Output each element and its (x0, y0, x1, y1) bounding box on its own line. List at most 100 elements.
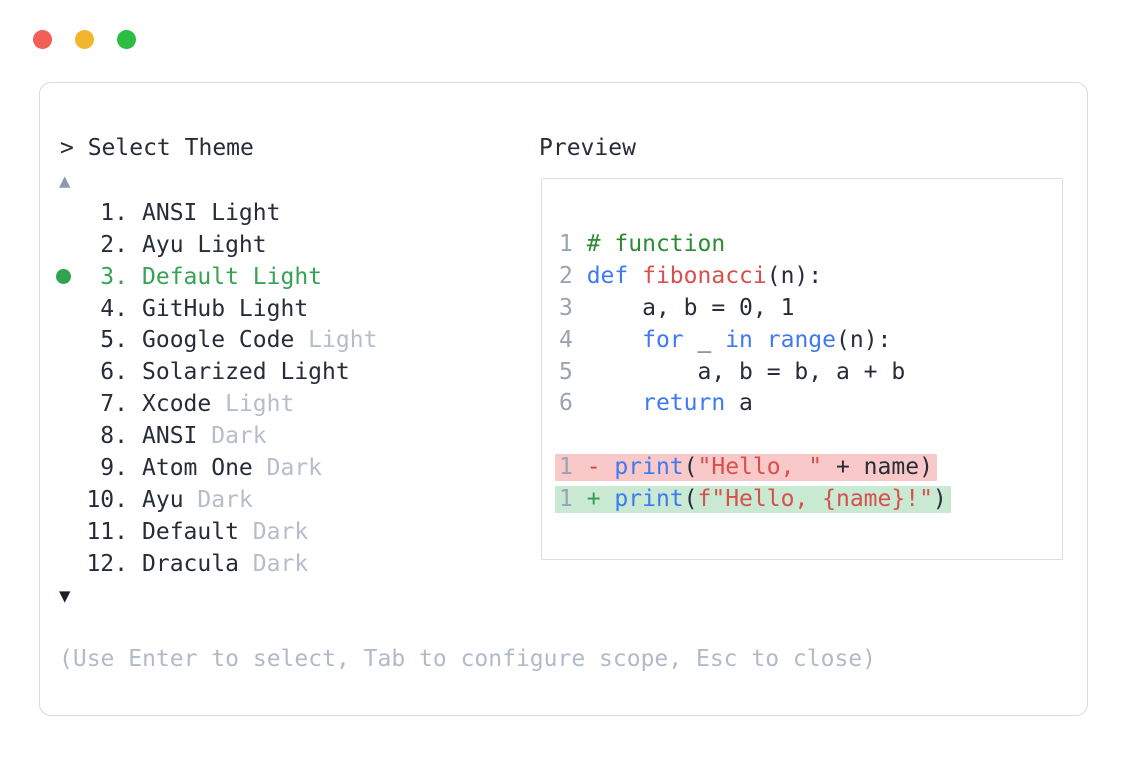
theme-item-9[interactable]: 9. Atom One Dark (56, 452, 377, 484)
theme-item-name: Default (142, 518, 239, 545)
theme-picker-window: > Select Theme ▲ 1. ANSI Light 2. Ayu Light… (39, 82, 1088, 716)
close-button[interactable] (33, 30, 52, 49)
line-number: 3 (559, 294, 587, 321)
diff-minus-sign: - (586, 454, 615, 481)
line-number: 5 (559, 358, 587, 385)
theme-item-number: 3. (100, 263, 128, 290)
code-blank-line (559, 420, 951, 452)
theme-item-name: Default Light (142, 263, 323, 290)
line-number: 2 (559, 262, 587, 289)
code-line-3: 3 a, b = 0, 1 (559, 293, 951, 325)
code-token (628, 263, 642, 289)
code-line-1: 1 # function (559, 229, 951, 261)
theme-item-10[interactable]: 10. Ayu Dark (56, 484, 377, 516)
theme-item-4[interactable]: 4. GitHub Light (56, 293, 377, 325)
theme-item-name: Xcode (142, 391, 212, 418)
code-token: a, b = 0, 1 (586, 294, 795, 321)
selected-marker (56, 269, 78, 285)
theme-item-name: Ayu Light (142, 231, 267, 258)
code-line-6: 6 return a (559, 388, 951, 420)
code-token: _ (683, 326, 726, 353)
code-token: in (725, 326, 753, 353)
code-token (587, 327, 642, 353)
theme-item-number: 4. (100, 295, 128, 322)
diff-highlight-added: 1 + print(f"Hello, {name}!") (555, 486, 951, 514)
diff-line-added: 1 + print(f"Hello, {name}!") (555, 484, 951, 516)
theme-item-11[interactable]: 11. Default Dark (56, 516, 377, 548)
theme-item-6[interactable]: 6. Solarized Light (56, 356, 377, 388)
preview-title: Preview (539, 135, 636, 161)
code-token: f"Hello, {name}!" (697, 486, 933, 513)
theme-item-2[interactable]: 2. Ayu Light (56, 229, 377, 261)
theme-item-5[interactable]: 5. Google Code Light (56, 324, 377, 356)
theme-item-suffix: Light (211, 391, 295, 418)
theme-item-suffix: Dark (252, 454, 323, 481)
theme-list: ▲ 1. ANSI Light 2. Ayu Light 3. Default Light… (56, 165, 377, 611)
theme-item-12[interactable]: 12. Dracula Dark (56, 548, 377, 580)
code-line-2: 2 def fibonacci(n): (559, 261, 951, 293)
theme-item-number: 11. (86, 518, 128, 545)
code-token: "Hello, " (697, 454, 823, 481)
theme-item-3[interactable]: 3. Default Light (56, 261, 377, 293)
theme-item-name: ANSI Light (142, 199, 281, 226)
theme-item-number: 5. (100, 327, 128, 354)
select-theme-prompt: > Select Theme (60, 135, 254, 161)
keyboard-hint: (Use Enter to select, Tab to configure s… (59, 646, 876, 672)
theme-item-number: 6. (100, 359, 128, 386)
scroll-down-control[interactable]: ▼ (56, 580, 377, 612)
line-number: 4 (559, 326, 587, 353)
code-token: ( (683, 454, 698, 481)
theme-item-7[interactable]: 7. Xcode Light (56, 388, 377, 420)
code-token: (n): (836, 326, 892, 353)
theme-item-name: GitHub Light (142, 295, 309, 322)
diff-highlight-removed: 1 - print("Hello, " + name) (555, 454, 937, 482)
code-token: a (725, 390, 753, 417)
code-token: # function (586, 231, 726, 257)
zoom-button[interactable] (117, 30, 136, 49)
theme-item-suffix: Light (294, 327, 378, 354)
code-token: range (766, 326, 836, 353)
theme-item-name: Atom One (142, 454, 253, 481)
minimize-button[interactable] (75, 30, 94, 49)
theme-item-name: Google Code (142, 327, 295, 354)
code-token: fibonacci (642, 262, 767, 289)
line-number: 1 (559, 454, 587, 481)
scroll-up-icon: ▲ (59, 169, 71, 192)
window-controls (33, 30, 136, 49)
code-token: (n): (766, 262, 823, 289)
code-token: a, b = b, a + b (586, 358, 906, 385)
code-token: ( (683, 486, 698, 513)
code-token: print (614, 454, 684, 481)
code-token (753, 327, 767, 353)
code-token: for (642, 326, 684, 353)
theme-item-suffix: Dark (238, 550, 309, 577)
line-number: 1 (559, 486, 587, 513)
theme-item-number: 9. (100, 454, 128, 481)
theme-item-1[interactable]: 1. ANSI Light (56, 197, 377, 229)
theme-item-number: 10. (86, 486, 128, 513)
theme-item-suffix: Dark (238, 518, 309, 545)
theme-item-name: Dracula (142, 550, 239, 577)
theme-item-name: Solarized Light (142, 359, 350, 386)
theme-item-name: Ayu (142, 486, 184, 513)
theme-item-number: 8. (100, 423, 128, 450)
theme-item-number: 2. (100, 231, 128, 258)
theme-item-number: 7. (100, 391, 128, 418)
code-token: return (642, 390, 726, 417)
line-number: 6 (559, 390, 587, 417)
theme-item-suffix: Dark (183, 486, 253, 513)
code-token: print (614, 486, 684, 513)
diff-line-removed: 1 - print("Hello, " + name) (555, 452, 951, 484)
theme-item-8[interactable]: 8. ANSI Dark (56, 420, 377, 452)
code-token: + name) (822, 454, 933, 481)
scroll-up-control[interactable]: ▲ (56, 165, 377, 197)
diff-plus-sign: + (586, 486, 615, 513)
code-token: def (586, 262, 629, 289)
theme-item-number: 12. (86, 550, 128, 577)
theme-item-number: 1. (100, 199, 128, 226)
theme-item-suffix: Dark (197, 423, 267, 450)
theme-item-name: ANSI (142, 423, 198, 450)
code-line-5: 5 a, b = b, a + b (559, 357, 951, 389)
